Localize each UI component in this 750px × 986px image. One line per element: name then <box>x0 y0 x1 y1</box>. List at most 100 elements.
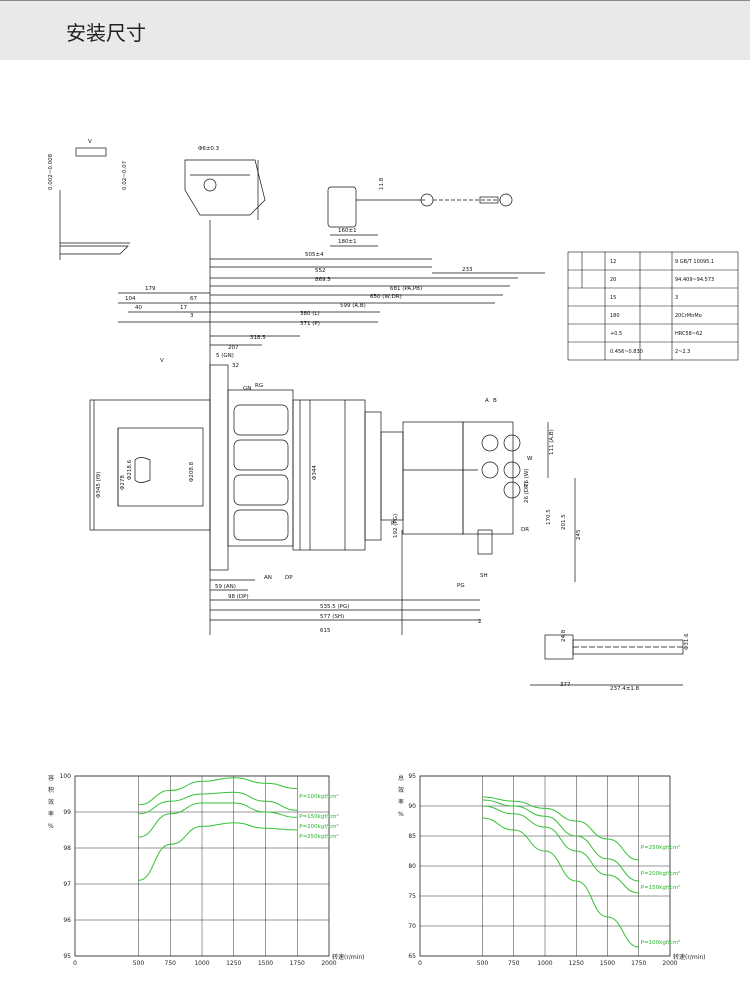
spec-table-cell: +0.5 <box>610 331 622 337</box>
series-line <box>482 799 639 882</box>
y-axis-label: 总效率% <box>398 774 404 818</box>
drawing-top-label: 180±1 <box>338 239 357 245</box>
x-tick-label: 0 <box>418 960 422 967</box>
drawing-top-label: 233 <box>462 267 473 273</box>
y-tick-label: 65 <box>408 953 416 960</box>
series-label: P=100kgf/cm² <box>299 793 338 800</box>
drawing-dimension-label: 76 (W) <box>524 469 530 487</box>
series-line <box>138 822 298 881</box>
drawing-dimension-label: 237.4±1.8 <box>610 686 640 692</box>
drawing-dimension-label: 552 <box>315 268 326 274</box>
drawing-dimension-label: 380 (L) <box>300 311 320 317</box>
drawing-part-label: B <box>493 398 497 404</box>
y-tick-label: 100 <box>60 773 72 780</box>
spec-table-cell: 20 <box>610 277 616 283</box>
x-tick-label: 0 <box>73 960 77 967</box>
drawing-dimension-label: Φ344 <box>312 465 318 480</box>
series-label: P=150kgf/cm² <box>641 884 680 891</box>
drawing-dimension-label: 577 (SH) <box>320 614 344 620</box>
y-tick-label: 98 <box>63 845 71 852</box>
drawing-dimension-label: 505±4 <box>305 252 324 258</box>
drawing-part-label: DR <box>521 527 529 533</box>
drawing-dimension-label: Φ218.6 <box>127 459 133 480</box>
spec-table <box>567 251 739 361</box>
spec-table-cell: 12 <box>610 259 616 265</box>
drawing-dimension-label: 615 <box>320 628 331 634</box>
x-tick-label: 2000 <box>662 960 677 967</box>
y-tick-label: 95 <box>63 953 71 960</box>
drawing-dimension-label: 681 (PA,PB) <box>390 286 422 292</box>
series-line <box>482 796 639 861</box>
drawing-top-label: 160±1 <box>338 228 357 234</box>
x-tick-label: 1000 <box>194 960 209 967</box>
spec-table-cell: 0.456~0.830 <box>610 349 643 355</box>
x-tick-label: 750 <box>508 960 520 967</box>
y-tick-label: 70 <box>408 923 416 930</box>
y-tick-label: 99 <box>63 809 71 816</box>
drawing-part-label: SH <box>480 573 488 579</box>
spec-table-cell: 20CrMnMo <box>675 313 702 319</box>
drawing-part-label: P <box>391 521 395 527</box>
drawing-dimension-label: 201.5 <box>561 514 567 530</box>
drawing-top-label: 0.02~0.07 <box>122 160 128 190</box>
drawing-dimension-label: 32 <box>232 363 239 369</box>
y-tick-label: 95 <box>408 773 416 780</box>
drawing-dimension-label: 170.5 <box>546 509 552 525</box>
series-line <box>138 777 298 806</box>
drawing-part-label: AN <box>264 575 272 581</box>
y-tick-label: 97 <box>63 881 71 888</box>
drawing-dimension-label: 377 <box>560 682 571 688</box>
series-label: P=250kgf/cm² <box>299 833 338 840</box>
drawing-dimension-label: 2 <box>478 619 482 625</box>
series-label: P=200kgf/cm² <box>641 870 680 877</box>
drawing-top-label: 11.8 <box>379 177 385 190</box>
drawing-dimension-label: 67 <box>190 296 197 302</box>
drawing-part-label: DP <box>285 575 293 581</box>
drawing-dimension-label: Φ345 (f9) <box>96 472 102 498</box>
y-tick-label: 80 <box>408 863 416 870</box>
spec-table-cell: HRC58~62 <box>675 331 702 337</box>
drawing-dimension-label: 104 <box>125 296 136 302</box>
y-tick-label: 90 <box>408 803 416 810</box>
spec-table-cell: 15 <box>610 295 616 301</box>
series-label: P=100kgf/cm² <box>641 939 680 946</box>
spec-table-cell: 180 <box>610 313 620 319</box>
drawing-dimension-label: 3 <box>190 313 194 319</box>
drawing-dimension-label: Φ208.8 <box>189 461 195 482</box>
drawing-top-label: V <box>88 139 92 145</box>
x-tick-label: 1250 <box>226 960 241 967</box>
drawing-part-label: PG <box>457 583 465 589</box>
drawing-top-label: 0.002~0.008 <box>48 153 54 190</box>
series-line <box>482 805 639 894</box>
drawing-dimension-label: 26 (DR) <box>524 482 530 503</box>
drawing-part-label: V <box>160 358 164 364</box>
drawing-dimension-label: 179 <box>145 286 156 292</box>
x-tick-label: 500 <box>477 960 489 967</box>
y-tick-label: 96 <box>63 917 71 924</box>
drawing-dimension-label: 111 (A,B) <box>549 429 555 455</box>
drawing-part-label: W <box>527 456 533 462</box>
x-axis-label: 转速(r/min) <box>332 953 365 961</box>
series-line <box>138 791 298 815</box>
x-tick-label: 500 <box>133 960 145 967</box>
x-tick-label: 1000 <box>537 960 552 967</box>
drawing-dimension-label: Φ278 <box>120 475 126 490</box>
x-tick-label: 1750 <box>290 960 305 967</box>
drawing-dimension-label: 98 (DP) <box>228 594 249 600</box>
y-tick-label: 75 <box>408 893 416 900</box>
drawing-dimension-label: 869.5 <box>315 277 331 283</box>
series-line <box>482 817 639 948</box>
spec-table-cell: 94.409~94.573 <box>675 277 714 283</box>
series-line <box>138 802 298 838</box>
drawing-dimension-label: 245 <box>576 529 582 540</box>
series-label: P=250kgf/cm² <box>641 844 680 851</box>
drawing-part-label: GN <box>243 386 251 392</box>
drawing-dimension-label: 17 <box>180 305 187 311</box>
x-tick-label: 1250 <box>569 960 584 967</box>
page-header: 安装尺寸 <box>0 0 750 60</box>
drawing-dimension-label: 535.5 (PG) <box>320 604 349 610</box>
drawing-dimension-label: 371 (P) <box>300 321 320 327</box>
drawing-part-label: A <box>485 398 489 404</box>
drawing-dimension-label: 59 (AN) <box>215 584 236 590</box>
